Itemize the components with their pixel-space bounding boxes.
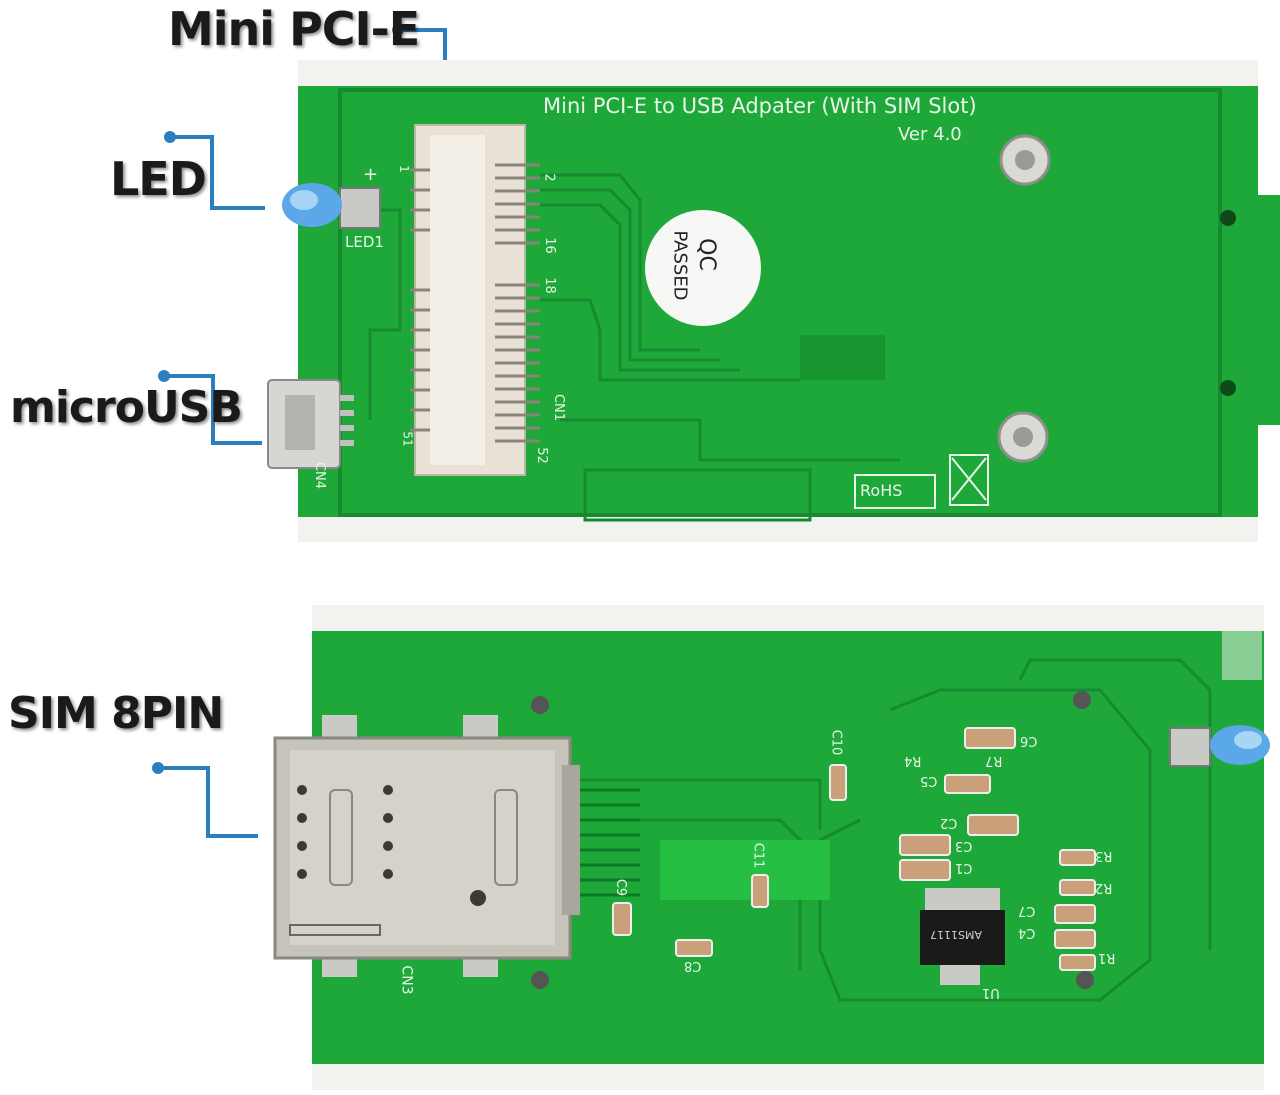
rohs-label: RoHS	[860, 481, 903, 500]
c4-label: C4	[1018, 925, 1036, 940]
callout-sim-8pin: SIM 8PIN	[8, 688, 224, 739]
cn1-label: CN1	[551, 393, 567, 422]
r1-label: R1	[1098, 950, 1116, 965]
qc-line1: QC	[693, 238, 719, 271]
pin-1-label: 1	[396, 165, 411, 173]
plus-mark: +	[363, 164, 379, 185]
mini-pcie-connector	[410, 124, 540, 476]
cn4-label: CN4	[312, 461, 328, 490]
board-title: Mini PCI-E to USB Adpater (With SIM Slot…	[543, 94, 977, 118]
qc-passed-sticker	[645, 210, 761, 326]
c5-label: C5	[920, 773, 938, 788]
r7-label: R7	[985, 753, 1003, 768]
pin-52-label: 52	[533, 447, 549, 464]
c1-label: C1	[955, 860, 973, 875]
bottom-pcb	[273, 605, 1270, 1090]
pin-18-label: 18	[541, 277, 557, 294]
top-pcb	[267, 60, 1280, 542]
cn3-label: CN3	[398, 965, 415, 995]
regulator-chip	[920, 888, 1005, 985]
c8-label: C8	[684, 958, 702, 973]
led-component	[282, 183, 381, 229]
c10-label: C10	[828, 729, 844, 756]
microusb-port	[267, 379, 354, 469]
pin-51-label: 51	[400, 431, 415, 447]
r4-label: R4	[904, 753, 922, 768]
c11-label: C11	[750, 842, 766, 869]
c9-label: C9	[613, 878, 629, 897]
u1-label: U1	[982, 985, 1000, 1000]
c3-label: C3	[955, 838, 973, 853]
callout-led: LED	[110, 152, 207, 206]
chip-marking: AMS1117	[930, 928, 982, 941]
c2-label: C2	[940, 815, 958, 830]
c7-label: C7	[1018, 903, 1036, 918]
c6-label: C6	[1020, 733, 1038, 748]
qc-line2: PASSED	[669, 230, 691, 301]
board-version: Ver 4.0	[898, 124, 962, 145]
callout-mini-pcie: Mini PCI-E	[168, 2, 420, 56]
bottom-led	[1169, 725, 1270, 767]
callout-microusb: microUSB	[10, 382, 243, 433]
pin-2-label: 2	[541, 173, 557, 182]
led1-label: LED1	[345, 233, 384, 251]
sim-slot	[273, 715, 580, 977]
r2-label: R2	[1095, 880, 1113, 895]
pin-16-label: 16	[541, 237, 557, 254]
r3-label: R3	[1095, 848, 1113, 863]
